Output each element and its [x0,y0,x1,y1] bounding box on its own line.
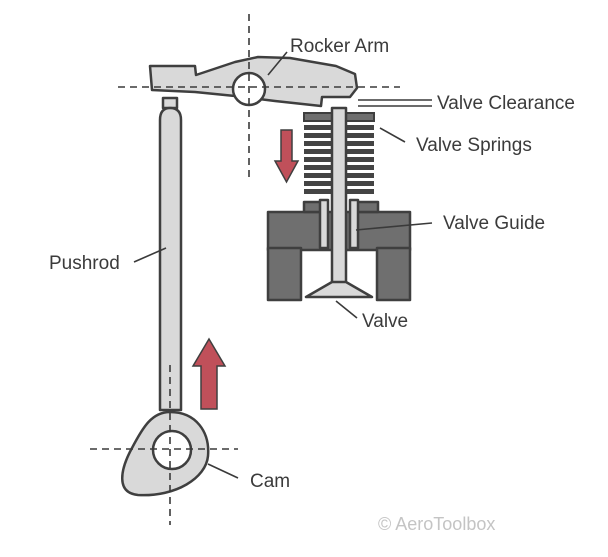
leader-lines [133,51,433,479]
label-rocker-arm: Rocker Arm [290,36,389,57]
rocker-arm [148,55,359,108]
label-valve-clearance: Valve Clearance [437,93,575,114]
up-arrow-icon [191,337,227,410]
credit-text: © AeroToolbox [378,514,495,534]
valve [304,106,374,299]
down-arrow-icon [273,129,300,184]
label-cam: Cam [250,471,290,492]
label-valve: Valve [362,311,408,332]
cam [121,410,210,497]
label-valve-springs: Valve Springs [416,135,532,156]
label-valve-guide: Valve Guide [443,213,545,234]
center-lines [90,14,400,525]
motion-arrows [191,129,300,410]
pushrod [158,96,183,412]
valve-guide [318,198,360,250]
label-pushrod: Pushrod [49,253,120,274]
valve-clearance-marker [358,99,432,107]
